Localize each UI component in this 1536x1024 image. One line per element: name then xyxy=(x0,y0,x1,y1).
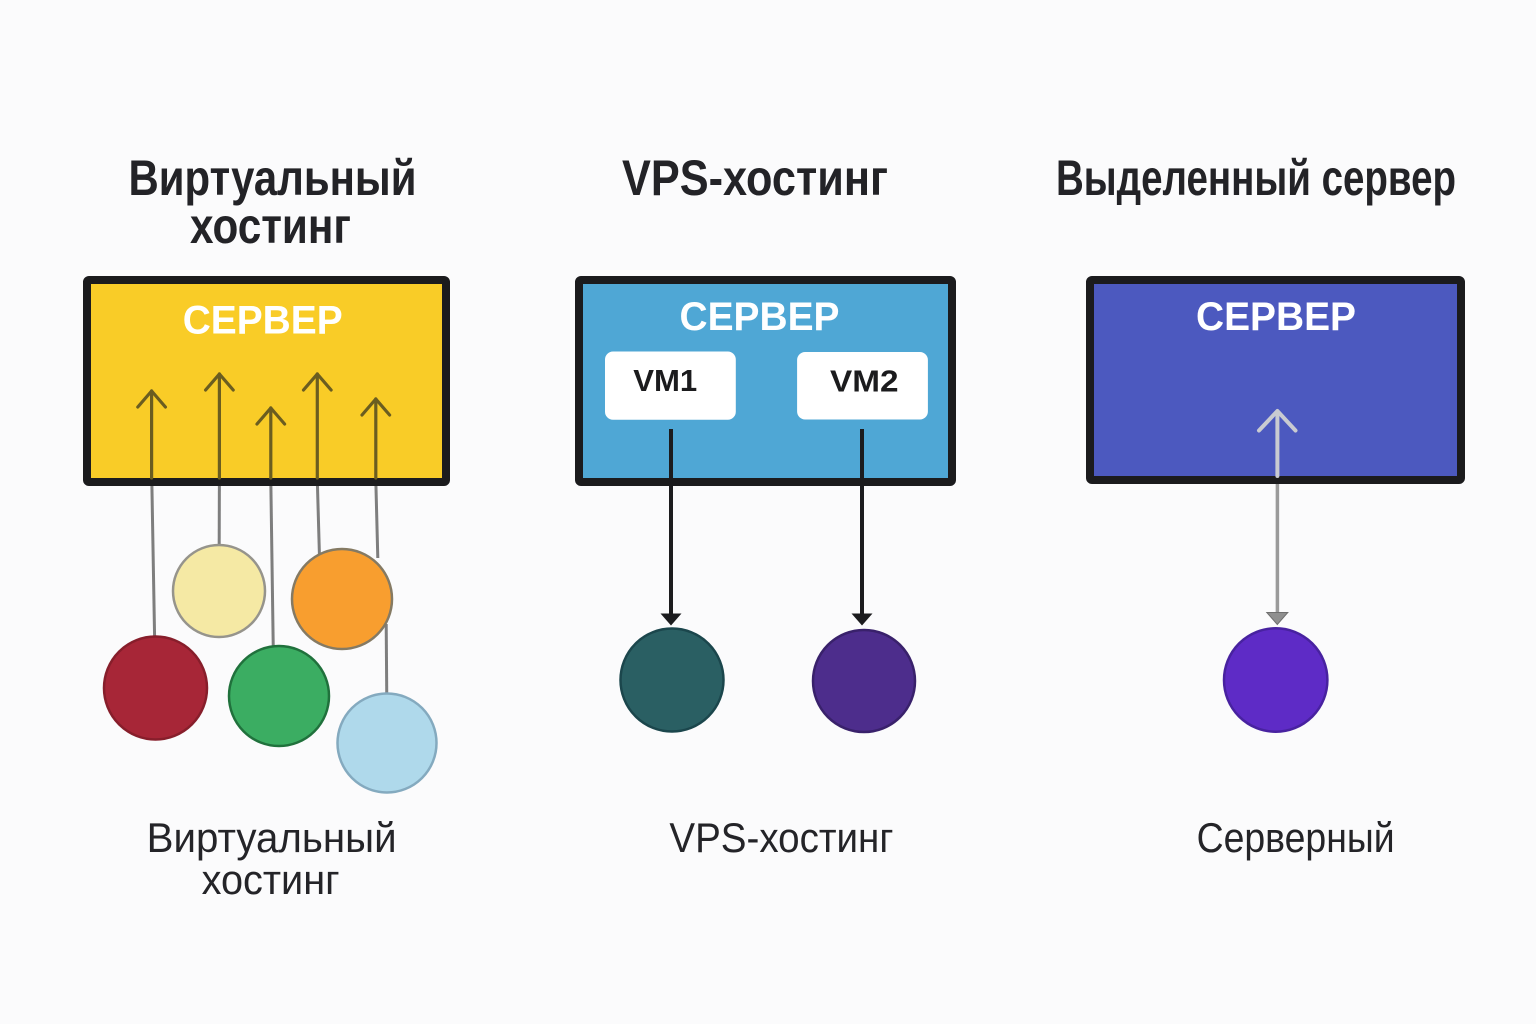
svg-text:хостинг: хостинг xyxy=(190,198,351,254)
svg-text:Виртуальный: Виртуальный xyxy=(129,150,417,206)
svg-text:VM2: VM2 xyxy=(830,364,899,399)
svg-text:СЕРВЕР: СЕРВЕР xyxy=(183,299,343,343)
svg-text:СЕРВЕР: СЕРВЕР xyxy=(1196,295,1356,339)
svg-text:СЕРВЕР: СЕРВЕР xyxy=(680,295,840,339)
svg-text:Выделенный сервер: Выделенный сервер xyxy=(1056,150,1456,206)
svg-text:VPS-хостинг: VPS-хостинг xyxy=(669,814,893,861)
svg-text:хостинг: хостинг xyxy=(202,856,340,903)
svg-text:VM1: VM1 xyxy=(633,363,697,398)
svg-text:Виртуальный: Виртуальный xyxy=(147,814,397,861)
svg-text:VPS-хостинг: VPS-хостинг xyxy=(622,150,888,206)
svg-text:Серверный: Серверный xyxy=(1197,814,1395,861)
